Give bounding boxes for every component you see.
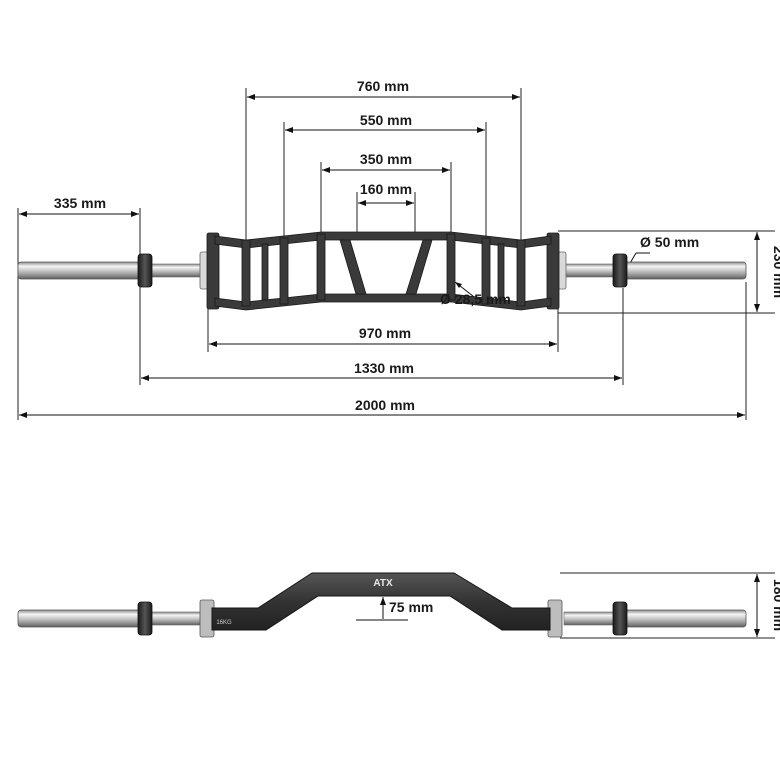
dim-180: 180 mm [771,579,780,631]
right-sleeve-inner [563,263,617,278]
dim-970: 970 mm [359,325,411,341]
dimension-lines [19,94,760,418]
dim-28-5-diameter: Ø 28,5 mm [440,291,511,307]
dim-335: 335 mm [54,195,106,211]
side-view: ATX 16KG 75 mm 180 mm [17,572,780,639]
dim-350: 350 mm [360,151,412,167]
right-collar [612,253,628,288]
right-sleeve [623,261,747,280]
dim-1330: 1330 mm [354,360,414,376]
side-left-collar [137,601,153,636]
left-sleeve-inner [149,263,203,278]
side-right-sleeve [623,609,747,628]
dim-50-diameter: Ø 50 mm [640,234,699,250]
side-frame [211,572,551,631]
side-left-sleeve [17,609,141,628]
left-sleeve [17,261,141,280]
dim-230: 230 mm [771,246,780,298]
left-collar [137,253,153,288]
dim-550: 550 mm [360,112,412,128]
side-right-collar [612,601,628,636]
top-view: 760 mm 550 mm 350 mm 160 mm 335 mm Ø 50 … [17,78,780,420]
weight-mark: 16KG [216,620,232,626]
side-right-inner [563,611,617,626]
dim-75: 75 mm [389,599,433,615]
atx-logo: ATX [373,578,393,589]
dim-760: 760 mm [357,78,409,94]
dim-2000: 2000 mm [355,397,415,413]
handle-frame [206,231,560,311]
side-left-inner [149,611,203,626]
dim-160: 160 mm [360,181,412,197]
